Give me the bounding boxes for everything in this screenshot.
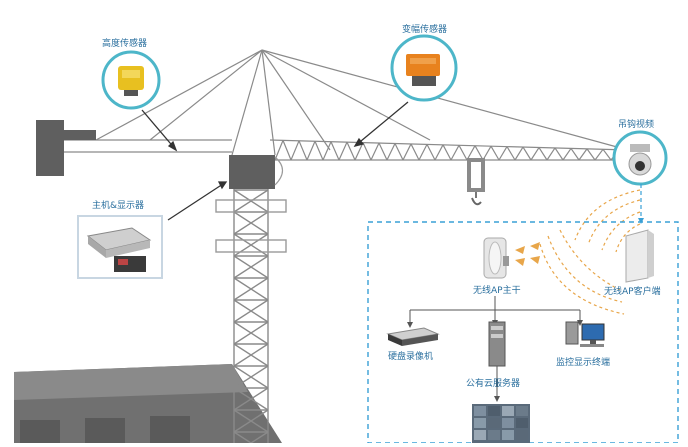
lattice-strut bbox=[233, 387, 269, 411]
lattice-strut bbox=[554, 147, 564, 161]
lattice-strut bbox=[322, 141, 332, 161]
lattice-strut bbox=[233, 409, 269, 433]
lattice-strut bbox=[546, 147, 556, 161]
lattice-strut bbox=[233, 321, 269, 345]
lattice-strut bbox=[346, 141, 356, 161]
host-display-icon bbox=[86, 227, 152, 272]
lattice-strut bbox=[290, 140, 300, 161]
video-wall-cell bbox=[474, 430, 486, 440]
lattice-strut bbox=[498, 146, 508, 161]
lattice-strut bbox=[233, 365, 269, 389]
monitor-terminal-label: 监控显示终端 bbox=[556, 358, 611, 368]
lattice-strut bbox=[378, 142, 388, 161]
dvr-label: 硬盘录像机 bbox=[388, 352, 434, 362]
hook-camera-icon bbox=[628, 144, 652, 176]
amplitude-sensor-icon bbox=[406, 54, 440, 86]
lattice-strut bbox=[410, 143, 420, 161]
monitor-icon bbox=[565, 321, 605, 347]
lattice-strut bbox=[594, 148, 604, 161]
lattice-strut bbox=[386, 143, 396, 161]
counterweight bbox=[36, 120, 64, 176]
video-wall-cell bbox=[516, 406, 528, 416]
height-sensor-callout bbox=[101, 50, 161, 110]
video-wall-icon bbox=[472, 404, 530, 443]
video-wall-cell bbox=[516, 418, 528, 428]
counterweight-arm bbox=[60, 130, 96, 140]
lattice-strut bbox=[490, 145, 500, 161]
wireless-waves bbox=[539, 189, 641, 315]
ap-signal-arrows bbox=[515, 242, 540, 266]
cloud-server-label: 公有云服务器 bbox=[466, 379, 521, 389]
lattice-strut bbox=[434, 144, 444, 161]
lattice-strut bbox=[418, 144, 428, 161]
lattice-strut bbox=[298, 140, 308, 161]
video-wall-cell bbox=[488, 430, 500, 440]
server-icon bbox=[488, 321, 506, 367]
lattice-strut bbox=[233, 299, 269, 323]
lattice-strut bbox=[274, 140, 284, 161]
lattice-strut bbox=[233, 277, 269, 301]
lattice-strut bbox=[362, 142, 372, 161]
ap-client-icon bbox=[625, 229, 654, 283]
height-sensor-label: 高度传感器 bbox=[102, 39, 148, 49]
lattice-strut bbox=[450, 144, 460, 161]
lattice-strut bbox=[402, 143, 412, 161]
building bbox=[14, 364, 282, 443]
lattice-strut bbox=[474, 145, 484, 161]
lattice-strut bbox=[530, 147, 540, 161]
lattice-strut bbox=[442, 144, 452, 161]
lattice-strut bbox=[570, 148, 580, 161]
slewing-cab bbox=[229, 155, 275, 189]
lattice-strut bbox=[506, 146, 516, 161]
ap-main-icon bbox=[483, 237, 509, 279]
lattice-strut bbox=[522, 146, 532, 161]
lattice-strut bbox=[458, 144, 468, 161]
video-wall-cell bbox=[502, 418, 514, 428]
cab-window bbox=[274, 156, 284, 186]
lattice-strut bbox=[314, 141, 324, 161]
lattice-strut bbox=[514, 146, 524, 161]
callout-arrows bbox=[141, 101, 409, 221]
video-wall-cell bbox=[474, 406, 486, 416]
ap-main-label: 无线AP主干 bbox=[473, 286, 521, 296]
lattice-strut bbox=[370, 142, 380, 161]
lattice-strut bbox=[538, 147, 548, 161]
video-wall-cell bbox=[488, 418, 500, 428]
lattice-strut bbox=[330, 141, 340, 161]
lattice-strut bbox=[586, 148, 596, 161]
video-wall-cell bbox=[488, 406, 500, 416]
lattice-strut bbox=[394, 143, 404, 161]
host-display-label: 主机&显示器 bbox=[92, 201, 145, 211]
dvr-icon bbox=[386, 327, 440, 346]
video-wall-cell bbox=[502, 430, 514, 440]
lattice-strut bbox=[562, 148, 572, 161]
height-sensor-icon bbox=[118, 66, 144, 96]
lattice-strut bbox=[578, 148, 588, 161]
lattice-strut bbox=[282, 140, 292, 161]
crane-jib bbox=[60, 49, 629, 161]
video-wall-cell bbox=[474, 418, 486, 428]
lattice-strut bbox=[306, 141, 316, 161]
hook-camera-callout bbox=[612, 130, 668, 186]
video-wall-cell bbox=[516, 430, 528, 440]
ap-client-label: 无线AP客户端 bbox=[604, 287, 661, 297]
lattice-strut bbox=[482, 145, 492, 161]
lattice-strut bbox=[233, 211, 269, 235]
lattice-strut bbox=[354, 142, 364, 161]
lattice-strut bbox=[466, 145, 476, 161]
hook-video-label: 吊钩视频 bbox=[618, 120, 655, 130]
lattice-strut bbox=[602, 148, 612, 161]
amplitude-sensor-label: 变幅传感器 bbox=[402, 25, 448, 35]
host-display-panel bbox=[77, 215, 163, 279]
lattice-strut bbox=[233, 189, 269, 213]
lattice-strut bbox=[338, 141, 348, 161]
lattice-strut bbox=[233, 343, 269, 367]
lattice-strut bbox=[233, 255, 269, 279]
hook-trolley bbox=[467, 158, 485, 206]
lattice-strut bbox=[426, 144, 436, 161]
video-wall-cell bbox=[502, 406, 514, 416]
amplitude-sensor-callout bbox=[390, 34, 458, 102]
